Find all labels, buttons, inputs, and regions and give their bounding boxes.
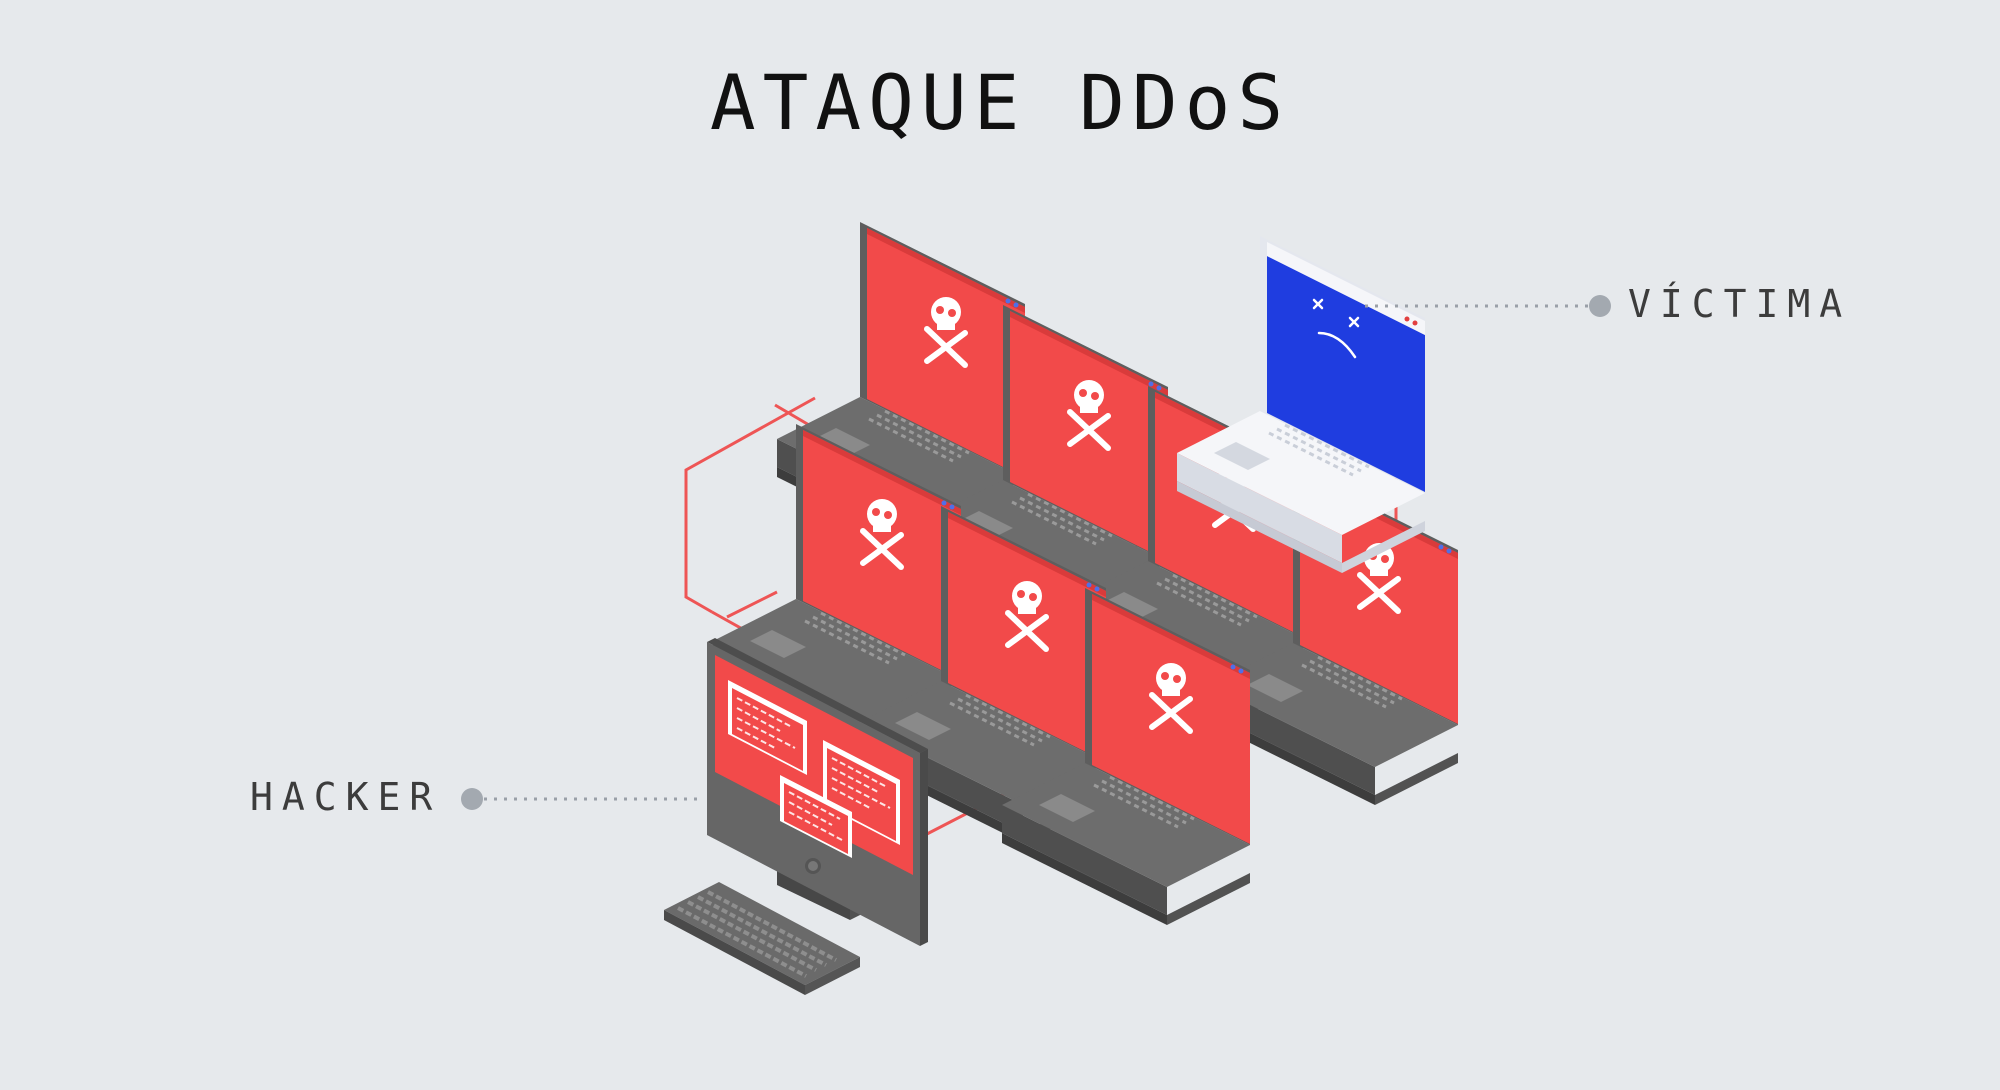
- keyboard: [664, 882, 860, 995]
- code-window: [728, 680, 807, 775]
- victim-label: VÍCTIMA: [1628, 282, 1852, 326]
- diagram-title: ATAQUE DDoS: [709, 58, 1291, 147]
- hacker-computer: [664, 638, 928, 995]
- link-outer-left: [684, 396, 816, 614]
- victim-callout: [1365, 295, 1611, 317]
- code-window: [823, 740, 900, 845]
- hacker-label: HACKER: [250, 775, 442, 819]
- link-spoke-3: [726, 590, 778, 619]
- code-window: [780, 775, 852, 858]
- hacker-callout: [461, 788, 702, 810]
